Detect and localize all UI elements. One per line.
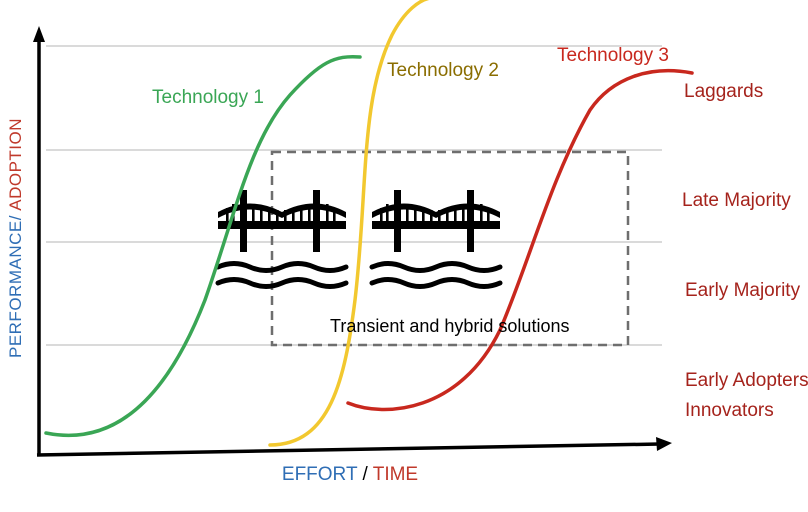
laggards-label: Laggards <box>684 81 764 102</box>
technology-2-label: Technology 2 <box>387 60 499 81</box>
y-axis-arrowhead <box>33 26 45 42</box>
x-axis-title-effort: EFFORT <box>281 464 358 485</box>
technology-3-curve <box>346 68 694 412</box>
bridge-icon <box>218 190 346 252</box>
late-majority-label: Late Majority <box>682 190 791 211</box>
transient-box <box>270 150 630 347</box>
innovators-label: Innovators <box>685 400 774 421</box>
y-axis-title-performance: PERFORMANCE/ <box>6 215 25 359</box>
early-majority-label: Early Majority <box>685 280 801 301</box>
technology-3-label: Technology 3 <box>557 45 669 66</box>
early-adopters-label: Early Adopters <box>685 370 808 391</box>
waves-icon <box>215 261 349 289</box>
x-axis-title: EFFORT / TIME <box>282 464 418 486</box>
technology-2-curve <box>268 0 430 447</box>
y-axis-title: PERFORMANCE/ ADOPTION <box>6 118 26 358</box>
y-axis-title-adoption: ADOPTION <box>6 117 25 216</box>
x-axis-title-separator: / <box>357 464 373 485</box>
technology-1-curve <box>44 54 362 438</box>
x-axis-title-time: TIME <box>372 464 419 485</box>
transient-box-label: Transient and hybrid solutions <box>330 316 570 336</box>
technology-1-label: Technology 1 <box>152 87 264 108</box>
x-axis <box>36 442 661 457</box>
bridge-icon <box>372 190 500 252</box>
axes <box>33 26 672 457</box>
waves-icon <box>369 261 503 289</box>
x-axis-arrowhead <box>656 437 672 451</box>
